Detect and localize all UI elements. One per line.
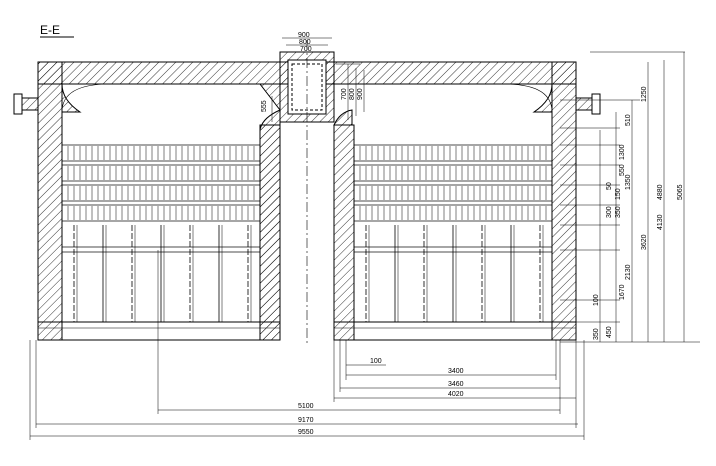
- dim-right-1670: 1670: [619, 284, 626, 300]
- dim-right-4880: 4880: [657, 184, 664, 200]
- tube-row: [61, 184, 261, 202]
- dim-right-450: 450: [606, 326, 613, 338]
- section-title: E-E: [40, 23, 60, 37]
- dim-bottom-9550: 9550: [298, 429, 314, 436]
- dim-bottom-100: 100: [370, 358, 382, 365]
- dimension-labels: 900 800 700 700 800 900 555 1250 510 130…: [261, 32, 684, 436]
- dim-right-350: 350: [615, 206, 622, 218]
- dim-right-300: 300: [606, 206, 613, 218]
- dim-flue-900: 900: [357, 88, 364, 100]
- dim-right-4130: 4130: [657, 214, 664, 230]
- dim-right-350b: 350: [593, 328, 600, 340]
- tube-row: [353, 144, 553, 162]
- tube-row: [353, 204, 553, 222]
- dim-bottom-9170: 9170: [298, 417, 314, 424]
- dim-right-100: 100: [593, 294, 600, 306]
- dim-bottom-5100: 5100: [298, 403, 314, 410]
- burner-right: [575, 93, 601, 115]
- dim-right-1300: 1300: [619, 144, 626, 160]
- tube-row: [61, 204, 261, 222]
- tube-bank-left: [61, 144, 261, 322]
- dim-bottom-3460: 3460: [448, 381, 464, 388]
- tube-row: [61, 144, 261, 162]
- dim-555: 555: [261, 100, 268, 112]
- dim-right-50: 50: [606, 182, 613, 190]
- dimension-lines: [29, 37, 700, 440]
- tube-row: [61, 164, 261, 182]
- tube-row: [353, 184, 553, 202]
- dim-right-5065: 5065: [677, 184, 684, 200]
- dim-flue-700: 700: [341, 88, 348, 100]
- dim-bottom-3400: 3400: [448, 368, 464, 375]
- dim-right-150: 150: [615, 188, 622, 200]
- dim-top-900: 900: [298, 32, 310, 39]
- tube-bank-right: [353, 144, 553, 322]
- dim-right-2130: 2130: [625, 264, 632, 280]
- dim-right-1350: 1350: [625, 174, 632, 190]
- dim-flue-800: 800: [349, 88, 356, 100]
- hearth: [37, 321, 577, 341]
- dim-bottom-4020: 4020: [448, 391, 464, 398]
- dim-right-3620: 3620: [641, 234, 648, 250]
- dim-top-700: 700: [300, 46, 312, 53]
- dim-top-800: 800: [299, 39, 311, 46]
- dim-right-550: 550: [619, 164, 626, 176]
- dim-right-510: 510: [625, 114, 632, 126]
- burner-left: [13, 93, 39, 115]
- dim-right-1250: 1250: [641, 86, 648, 102]
- tube-row: [353, 164, 553, 182]
